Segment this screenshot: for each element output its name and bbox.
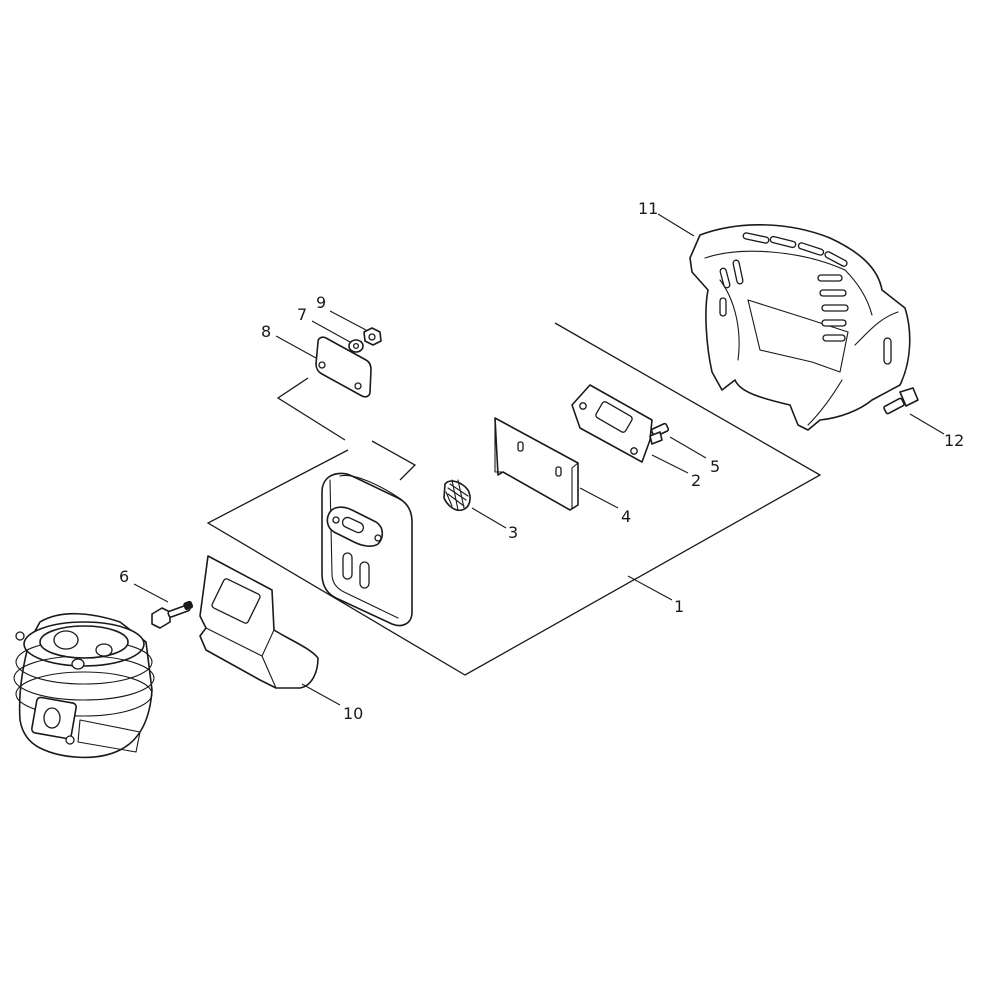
engine-cylinder xyxy=(13,612,155,759)
callout-9: 9 xyxy=(316,293,326,312)
part-7-washer xyxy=(348,339,364,353)
callout-8: 8 xyxy=(261,322,271,341)
callout-12: 12 xyxy=(944,431,964,450)
muffler-body xyxy=(321,472,413,627)
callout-7: 7 xyxy=(297,305,307,324)
part-8-cover-plate xyxy=(315,336,372,398)
callout-numbers: 1 2 3 4 5 6 7 8 9 10 11 12 xyxy=(119,199,964,723)
part-2-gasket xyxy=(571,384,653,463)
part-4-heat-shield xyxy=(494,417,579,511)
leader-lines xyxy=(133,213,945,706)
callout-6: 6 xyxy=(119,567,129,586)
part-5-screw xyxy=(649,422,670,445)
callout-3: 3 xyxy=(508,523,518,542)
callout-11: 11 xyxy=(638,199,658,218)
callout-10: 10 xyxy=(343,704,363,723)
part-10-bracket xyxy=(199,555,319,689)
cover-vent-slots xyxy=(719,232,892,365)
callout-2: 2 xyxy=(691,471,701,490)
part-3-spark-screen xyxy=(443,479,471,512)
assembly-group-frame xyxy=(206,322,822,676)
part-12-bolt xyxy=(883,387,919,415)
callout-5: 5 xyxy=(710,457,720,476)
part-11-cylinder-cover xyxy=(689,224,911,431)
part-9-nut xyxy=(363,327,382,346)
callout-4: 4 xyxy=(621,507,631,526)
callout-1: 1 xyxy=(674,597,684,616)
part-6-stud xyxy=(151,600,194,629)
